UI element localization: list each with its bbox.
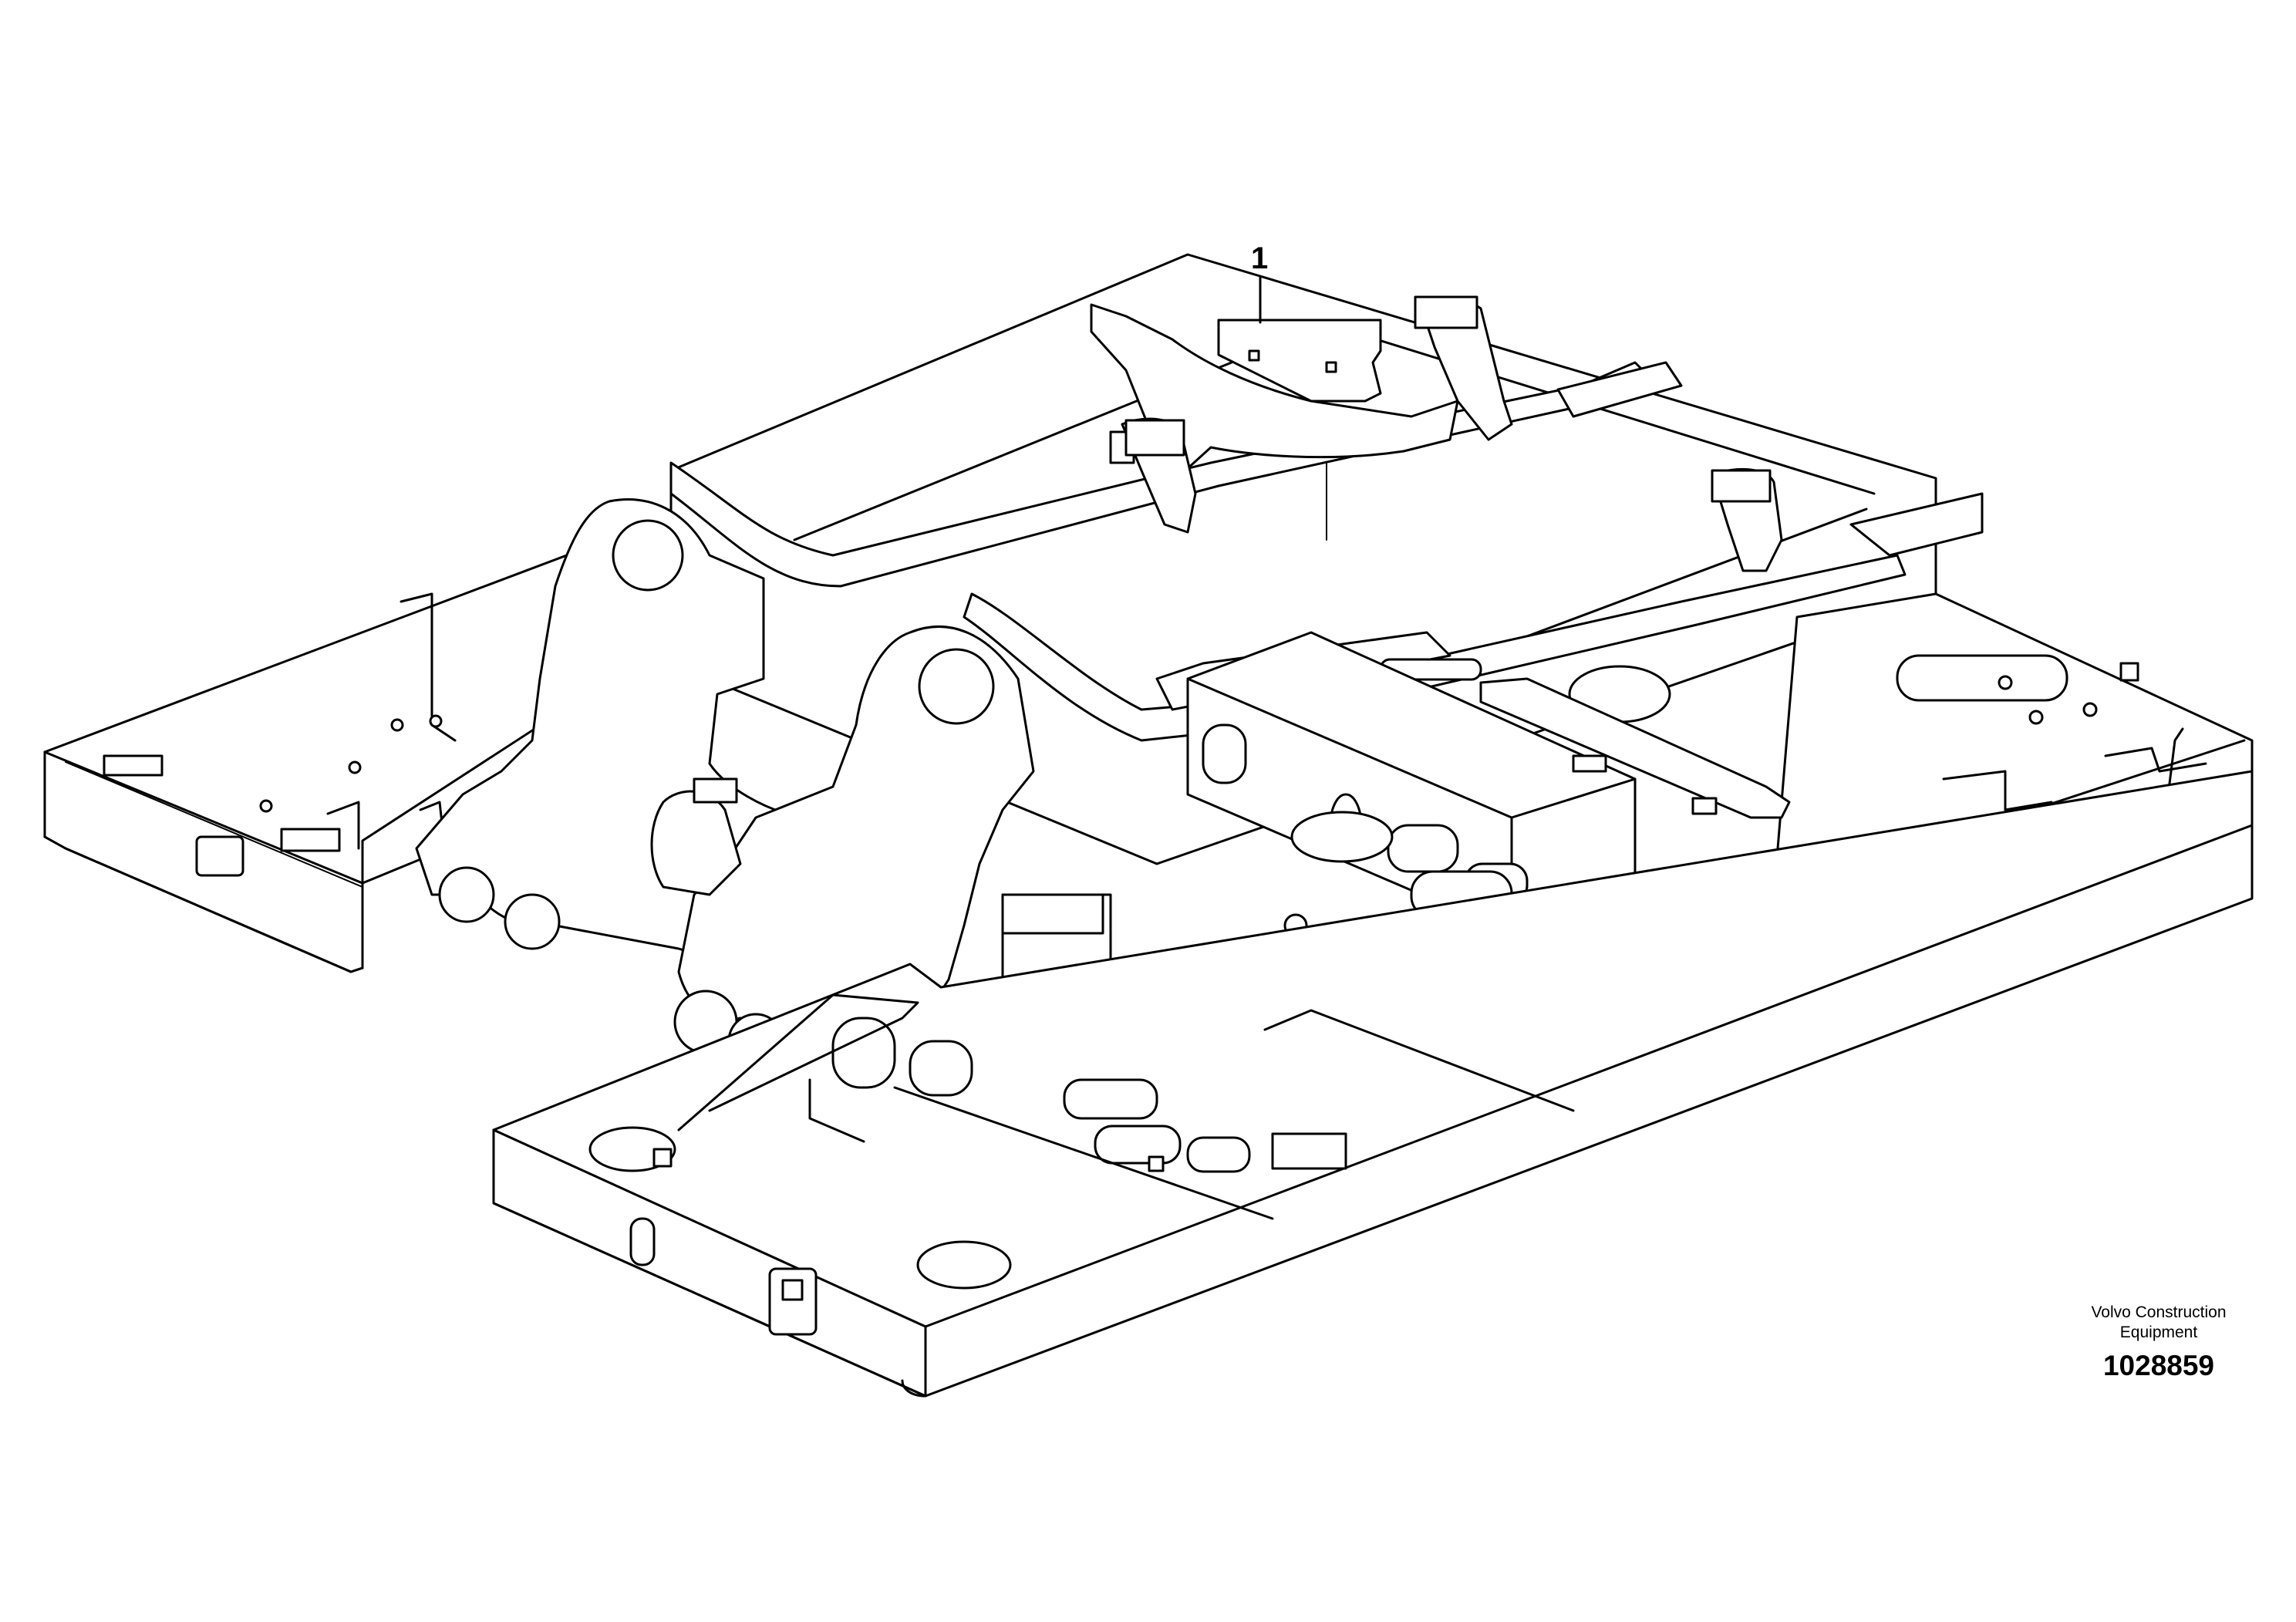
front-frame-hole	[916, 1240, 1012, 1290]
left-frame-pad-2	[280, 828, 341, 852]
boom-pin-hole	[612, 519, 684, 592]
boom-pad	[693, 777, 738, 804]
boom-cylinder-hole	[438, 866, 495, 923]
callout-number: 1	[1251, 241, 1268, 275]
bracket-pad	[1124, 419, 1185, 457]
beam-slot	[1387, 824, 1459, 873]
front-frame-slot-2	[831, 1017, 896, 1089]
front-frame-slot-4	[1063, 1078, 1158, 1120]
front-frame-slot-3	[909, 1040, 973, 1097]
bracket-pad	[1711, 469, 1772, 503]
title-block: Volvo Construction Equipment 1028859	[2091, 1303, 2226, 1381]
right-frame-pad	[1572, 754, 1607, 773]
front-frame-slot-5	[1094, 1125, 1182, 1165]
front-frame-slot-6	[1186, 1136, 1251, 1173]
callout-1: 1	[1251, 241, 1268, 324]
top-brackets	[1090, 295, 1783, 572]
front-frame-cutout	[768, 1267, 818, 1336]
beam-top-hole	[1290, 811, 1394, 863]
front-frame-bracket	[1001, 893, 1104, 935]
front-side-frame	[492, 770, 2254, 1398]
left-frame-pad	[103, 754, 164, 777]
front-frame-pad	[1271, 1132, 1347, 1170]
company-name-line1: Volvo Construction	[2091, 1303, 2226, 1321]
front-frame-slot	[629, 1217, 656, 1266]
beam-slot	[1202, 723, 1247, 784]
boom-cylinder-hole	[504, 893, 561, 950]
company-name-line2: Equipment	[2120, 1324, 2198, 1341]
boom-pin-hole	[918, 648, 995, 725]
left-frame-cutout	[195, 835, 244, 877]
bracket-pad	[1414, 295, 1478, 329]
right-frame-slot	[1896, 654, 2068, 702]
drawing-number: 1028859	[2103, 1350, 2214, 1381]
